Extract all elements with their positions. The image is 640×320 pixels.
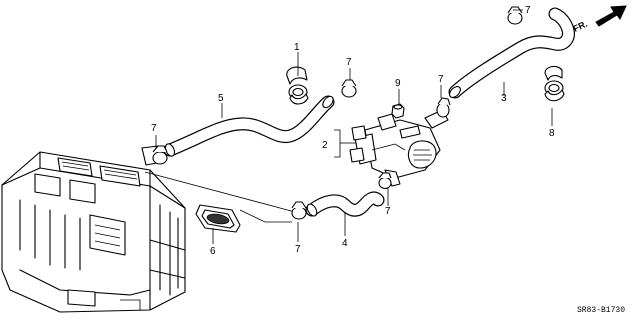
front-direction-indicator: FR. <box>572 5 627 34</box>
clamp-8 <box>544 65 565 102</box>
callout-7-hose4: 7 <box>385 206 391 217</box>
connection-line <box>239 209 292 223</box>
callout-7-valve: 7 <box>438 74 444 85</box>
callout-9: 9 <box>395 78 401 89</box>
bolt-9 <box>391 103 405 119</box>
callout-1: 1 <box>294 42 300 53</box>
callout-6: 6 <box>210 246 216 257</box>
water-valve-2 <box>354 109 449 187</box>
heater-unit <box>1 151 186 313</box>
valve-bracket-upper <box>351 125 367 141</box>
front-direction-label: FR. <box>572 19 589 34</box>
bracket-2 <box>334 129 341 158</box>
clamp-7-f <box>378 172 392 190</box>
callout-7-hose3: 7 <box>525 5 531 16</box>
hose-5 <box>163 95 335 157</box>
clamp-7-b <box>341 79 357 98</box>
hose-3 <box>448 7 575 99</box>
diagram-code: SR83-B1730 <box>577 306 625 315</box>
callout-7-lower: 7 <box>295 244 301 255</box>
grommet-6 <box>195 204 241 233</box>
clamp-7-a <box>152 145 168 165</box>
callout-5: 5 <box>218 93 224 104</box>
callout-7-hose5: 7 <box>346 57 352 68</box>
front-arrow-icon <box>595 5 627 27</box>
clamp-7-d <box>436 97 451 118</box>
callout-4: 4 <box>342 238 348 249</box>
callout-7-heater: 7 <box>151 123 157 134</box>
clamp-7-c <box>507 6 523 25</box>
connection-line <box>144 171 296 213</box>
callout-8: 8 <box>549 128 555 139</box>
clamp-7-e <box>291 201 307 220</box>
leader-lines <box>155 9 553 244</box>
clamp-1 <box>286 66 309 105</box>
callout-3: 3 <box>501 93 507 104</box>
hose-4 <box>305 191 385 217</box>
valve-bracket-lower <box>349 147 365 163</box>
callout-2: 2 <box>322 140 328 151</box>
